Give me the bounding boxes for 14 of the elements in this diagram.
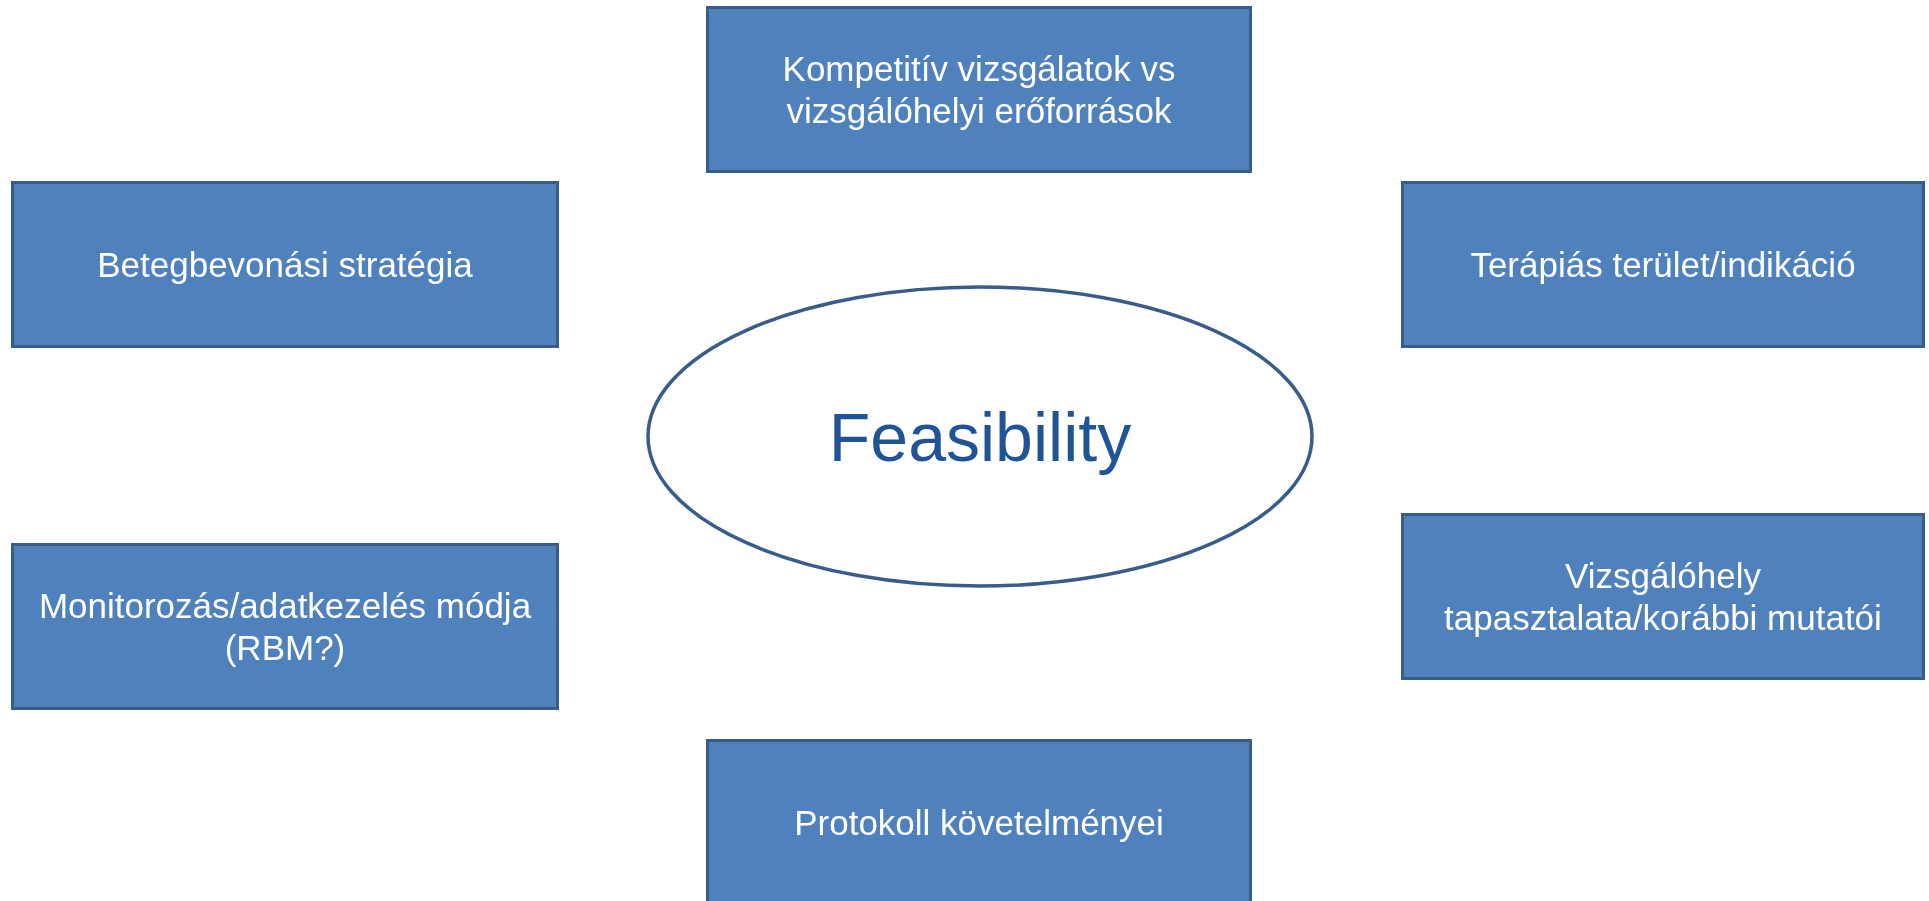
topic-label: Protokoll követelményei [794,802,1164,844]
topic-label: Betegbevonási stratégia [97,243,473,286]
topic-box [11,181,559,348]
topic-label: Vizsgálóhely tapasztalata/korábbi mutatói [1443,554,1883,639]
topic-box [1401,513,1925,680]
topic-box [706,739,1252,901]
topic-box [706,6,1252,173]
topic-label: Monitorozás/adatkezelés módja (RBM?) [37,584,533,669]
topic-label: Kompetitív vizsgálatok vs vizsgálóhelyi erőforrások [781,47,1177,132]
topic-box [1401,181,1925,348]
ellipse-node [646,285,1314,588]
topic-label: Terápiás terület/indikáció [1470,243,1856,286]
center-title: Feasibility [828,397,1132,476]
topic-box [11,543,559,710]
